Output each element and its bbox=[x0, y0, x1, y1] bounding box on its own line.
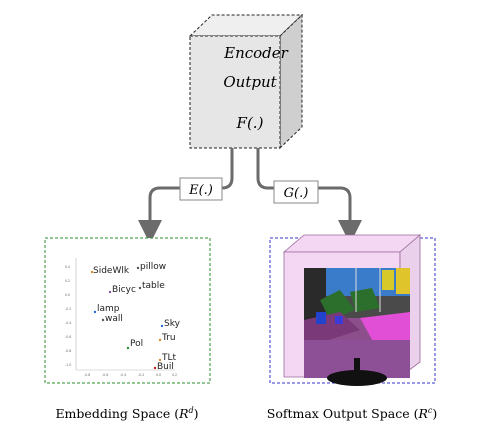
point-wall bbox=[101, 318, 105, 322]
softmax-space-panel bbox=[269, 234, 436, 386]
point-tlt bbox=[158, 358, 162, 362]
softmax-cube-top bbox=[282, 234, 422, 253]
encoder-block: Encoder Output F(.) bbox=[188, 13, 304, 150]
embedding-caption: Embedding Space (Rd) bbox=[55, 406, 198, 421]
point-lamp bbox=[93, 310, 97, 314]
point-tru bbox=[158, 338, 162, 342]
embedding-space-panel: 0.4 0.2 0.0 -0.2 -0.4 -0.6 -0.8 -1.0 -0.… bbox=[44, 237, 211, 384]
point-buil bbox=[153, 366, 157, 370]
svg-text:0.2: 0.2 bbox=[65, 279, 70, 283]
svg-text:-0.4: -0.4 bbox=[65, 321, 71, 325]
point-pol bbox=[126, 346, 130, 350]
point-pillow bbox=[136, 266, 140, 270]
label-pillow: pillow bbox=[140, 262, 166, 272]
encoder-function-label: F(.) bbox=[236, 114, 264, 132]
svg-text:-0.6: -0.6 bbox=[65, 335, 71, 339]
left-branch-label: E(.) bbox=[179, 177, 223, 201]
embedding-x-ticks: -0.8 -0.6 -0.4 -0.2 0.0 0.2 bbox=[84, 373, 177, 377]
label-bicyc: Bicyc bbox=[112, 285, 136, 295]
svg-text:-0.2: -0.2 bbox=[65, 307, 71, 311]
label-tlt: TLt bbox=[161, 353, 177, 363]
svg-text:-0.6: -0.6 bbox=[102, 373, 108, 377]
segmentation-map bbox=[304, 268, 410, 386]
label-lamp: lamp bbox=[97, 304, 120, 314]
svg-text:0.0: 0.0 bbox=[65, 293, 70, 297]
right-branch-label: G(.) bbox=[273, 180, 319, 204]
encoder-cube-front bbox=[189, 35, 281, 149]
point-sky bbox=[160, 324, 164, 328]
svg-text:-1.0: -1.0 bbox=[65, 363, 71, 367]
softmax-caption: Softmax Output Space (Rc) bbox=[267, 406, 438, 421]
encoder-label-line1: Encoder bbox=[223, 44, 289, 62]
svg-text:-0.8: -0.8 bbox=[65, 349, 71, 353]
point-table bbox=[138, 286, 142, 290]
e-function-label: E(.) bbox=[188, 183, 213, 198]
label-sky: Sky bbox=[164, 319, 181, 329]
label-wall: wall bbox=[105, 314, 123, 324]
point-bicyc bbox=[108, 290, 112, 294]
label-table: table bbox=[142, 281, 165, 291]
svg-text:-0.4: -0.4 bbox=[120, 373, 126, 377]
label-pol: Pol bbox=[130, 339, 143, 349]
point-sidewlk bbox=[90, 270, 94, 274]
svg-text:-0.2: -0.2 bbox=[138, 373, 144, 377]
g-function-label: G(.) bbox=[284, 186, 309, 201]
svg-text:0.2: 0.2 bbox=[172, 373, 177, 377]
label-tru: Tru bbox=[161, 333, 176, 343]
svg-text:0.4: 0.4 bbox=[65, 265, 70, 269]
embedding-border bbox=[44, 237, 211, 384]
encoder-label-line2: Output bbox=[223, 73, 277, 91]
encoder-cube-side bbox=[279, 13, 303, 150]
svg-text:-0.8: -0.8 bbox=[84, 373, 90, 377]
svg-text:0.0: 0.0 bbox=[156, 373, 161, 377]
embedding-y-ticks: 0.4 0.2 0.0 -0.2 -0.4 -0.6 -0.8 -1.0 bbox=[65, 265, 71, 367]
label-sidewlk: SideWlk bbox=[93, 266, 130, 276]
label-buil: Buil bbox=[157, 362, 174, 372]
